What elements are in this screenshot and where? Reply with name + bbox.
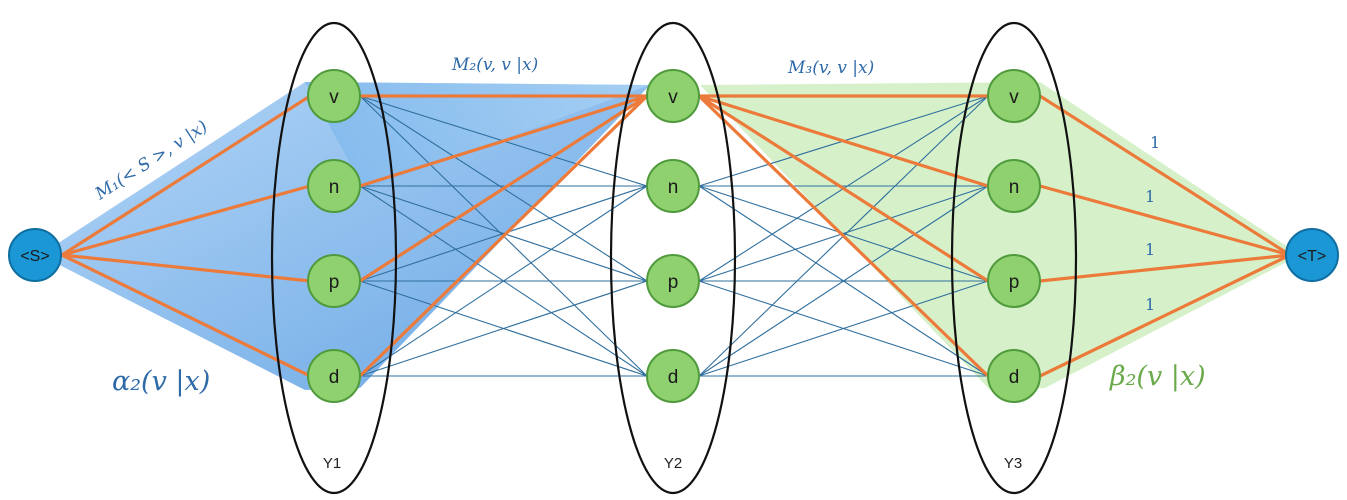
end-edge xyxy=(1038,94,1292,257)
state-node-label: p xyxy=(329,272,340,293)
transition-edge xyxy=(698,185,989,377)
weight-label-p: 1 xyxy=(1145,240,1155,259)
state-node-label: v xyxy=(329,87,339,108)
state-node-label: n xyxy=(668,177,679,198)
beta-edge xyxy=(697,94,990,378)
m2-label: M₂(v, v |x) xyxy=(451,55,538,75)
state-node-y1-p: p xyxy=(307,254,361,308)
state-node-label: p xyxy=(1009,272,1020,293)
highlighted-edges xyxy=(60,94,1292,378)
alpha-label: α₂(v |x) xyxy=(112,366,210,397)
state-nodes: v n p d v n p d v n p d xyxy=(307,69,1041,403)
transition-edge xyxy=(698,185,989,282)
weight-label-d: 1 xyxy=(1145,295,1155,314)
state-node-circle xyxy=(987,254,1041,308)
state-node-circle xyxy=(646,254,700,308)
state-node-circle xyxy=(646,159,700,213)
start-node-label: <S> xyxy=(20,248,49,265)
end-edge xyxy=(1038,184,1292,257)
state-node-circle xyxy=(307,254,361,308)
state-node-y3-d: d xyxy=(987,349,1041,403)
state-node-circle xyxy=(646,349,700,403)
transition-edge xyxy=(698,280,989,377)
column-ellipses xyxy=(270,21,1078,495)
column-label-y3: Y3 xyxy=(1004,455,1022,472)
state-node-label: n xyxy=(329,177,340,198)
state-node-label: d xyxy=(668,367,679,388)
state-node-circle xyxy=(307,69,361,123)
state-node-y1-d: d xyxy=(307,349,361,403)
state-node-y2-n: n xyxy=(646,159,700,213)
beta-label: β₂(v |x) xyxy=(1109,361,1206,392)
state-node-y2-p: p xyxy=(646,254,700,308)
alpha-edge xyxy=(358,94,649,188)
alpha-region xyxy=(40,82,650,390)
transition-edge xyxy=(359,185,648,377)
start-edge xyxy=(60,253,312,283)
start-node: <S> xyxy=(8,228,62,282)
weight-label-n: 1 xyxy=(1145,187,1155,206)
beta-edge xyxy=(697,94,990,188)
state-node-y3-v: v xyxy=(987,69,1041,123)
beta-region xyxy=(700,82,1300,390)
end-edge xyxy=(1038,253,1292,283)
state-node-circle xyxy=(987,159,1041,213)
state-node-circle xyxy=(987,349,1041,403)
column-ellipse-y3 xyxy=(950,21,1078,495)
alpha-edge xyxy=(358,94,649,283)
end-node-label: <T> xyxy=(1298,248,1326,265)
state-node-label: d xyxy=(1009,367,1020,388)
state-node-y2-d: d xyxy=(646,349,700,403)
start-edge xyxy=(60,94,312,257)
transition-edge xyxy=(359,280,648,377)
state-node-circle xyxy=(646,69,700,123)
state-node-y1-v: v xyxy=(307,69,361,123)
state-node-y2-v: v xyxy=(646,69,700,123)
m3-label: M₃(v, v |x) xyxy=(787,58,874,78)
state-node-label: n xyxy=(1009,177,1020,198)
state-node-circle xyxy=(307,159,361,213)
alpha-edge xyxy=(358,94,649,378)
column-ellipse-y1 xyxy=(270,21,398,495)
state-node-circle xyxy=(307,349,361,403)
end-node: <T> xyxy=(1285,228,1339,282)
column-label-y1: Y1 xyxy=(323,455,341,472)
state-node-y3-p: p xyxy=(987,254,1041,308)
state-node-circle xyxy=(987,69,1041,123)
state-node-y3-n: n xyxy=(987,159,1041,213)
state-node-y1-n: n xyxy=(307,159,361,213)
state-node-label: d xyxy=(329,367,340,388)
column-label-y2: Y2 xyxy=(664,455,682,472)
state-node-label: p xyxy=(668,272,679,293)
start-edge xyxy=(60,184,312,257)
start-edge xyxy=(60,253,312,378)
end-edge xyxy=(1038,253,1292,378)
transition-edge xyxy=(359,185,648,282)
state-node-label: v xyxy=(1009,87,1019,108)
state-node-label: v xyxy=(668,87,678,108)
beta-edge xyxy=(697,94,990,283)
weight-label-v: 1 xyxy=(1150,133,1160,152)
column-ellipse-y2 xyxy=(609,21,737,495)
